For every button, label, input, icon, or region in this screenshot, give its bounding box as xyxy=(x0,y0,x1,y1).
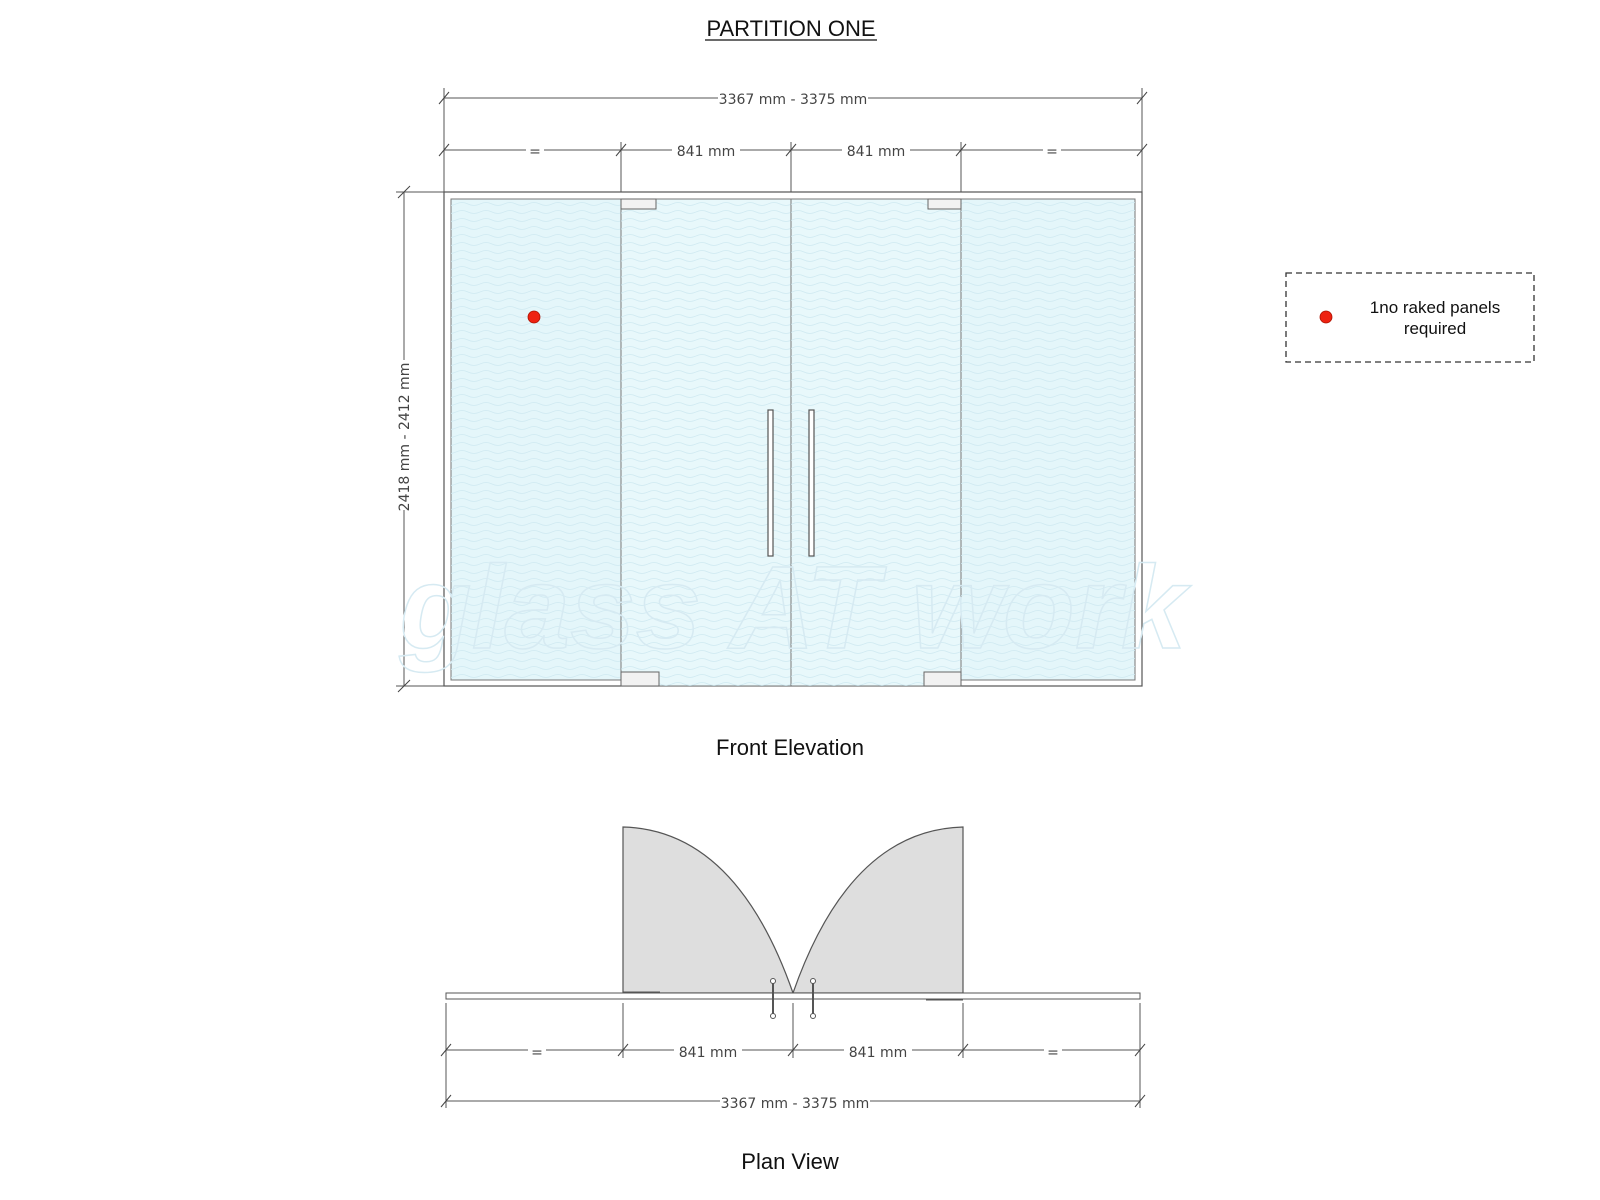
pull-handle-right xyxy=(808,409,815,557)
top-patch-fitting-right xyxy=(927,198,962,210)
top-patch-fitting-left xyxy=(620,198,657,210)
plan-view-drawing xyxy=(445,826,1141,1019)
pull-handle-left xyxy=(767,409,774,557)
plan-segment-label-3: 841 mm xyxy=(849,1045,907,1061)
plan-segment-dimensions: = 841 mm 841 mm = xyxy=(440,1003,1146,1108)
elevation-segment-label-1: = xyxy=(529,144,541,160)
plan-segment-label-1: = xyxy=(531,1045,543,1061)
elevation-segment-label-2: 841 mm xyxy=(677,144,735,160)
elevation-segment-label-4: = xyxy=(1046,144,1058,160)
plan-segment-label-4: = xyxy=(1047,1045,1059,1061)
plan-overall-width-label: 3367 mm - 3375 mm xyxy=(721,1096,870,1112)
elevation-segment-label-3: 841 mm xyxy=(847,144,905,160)
elevation-height-label: 2418 mm - 2412 mm xyxy=(397,363,413,512)
legend-text-line1: 1no raked panels xyxy=(1370,298,1500,317)
front-elevation-drawing: glass AT work xyxy=(398,191,1193,687)
right-door-swing xyxy=(792,826,964,994)
left-door-swing xyxy=(622,826,794,994)
page-title: PARTITION ONE xyxy=(706,16,875,41)
legend-box: 1no raked panels required xyxy=(1285,272,1535,363)
raked-panel-marker xyxy=(527,310,541,324)
bottom-patch-fitting-left xyxy=(620,671,660,687)
elevation-height-dimension: 2418 mm - 2412 mm xyxy=(394,185,444,693)
bottom-patch-fitting-right xyxy=(923,671,962,687)
plan-view-caption: Plan View xyxy=(741,1149,839,1174)
plan-segment-label-2: 841 mm xyxy=(679,1045,737,1061)
watermark-logo: glass AT work xyxy=(399,542,1192,674)
plan-glass-line xyxy=(445,992,1141,1000)
plan-overall-dimension: 3367 mm - 3375 mm xyxy=(440,1092,1146,1112)
elevation-overall-dimension: 3367 mm - 3375 mm xyxy=(438,88,1148,192)
front-elevation-caption: Front Elevation xyxy=(716,735,864,760)
legend-marker xyxy=(1319,310,1333,324)
elevation-segment-dimensions: = 841 mm 841 mm = xyxy=(438,140,1148,192)
legend-text-line2: required xyxy=(1404,319,1466,338)
elevation-overall-width-label: 3367 mm - 3375 mm xyxy=(719,92,868,108)
